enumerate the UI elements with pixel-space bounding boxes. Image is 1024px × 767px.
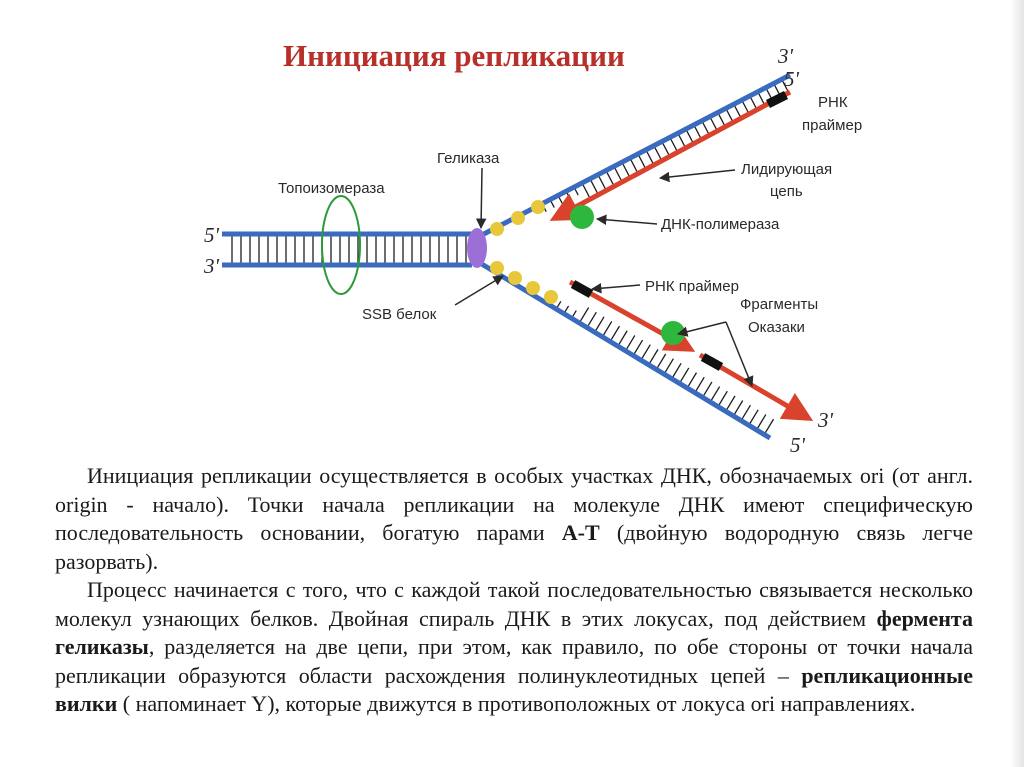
base-pair: [601, 321, 613, 338]
end-left-bottom: 3': [203, 254, 220, 278]
base-pair: [686, 372, 698, 389]
ssb-protein: [544, 290, 558, 304]
base-pair: [617, 330, 628, 347]
end-lower-5: 5': [790, 433, 806, 457]
base-pair: [578, 307, 590, 324]
topoisomerase-label: Топоизомераза: [278, 180, 385, 197]
base-pair: [740, 404, 751, 421]
bold-helicase-enzyme: фермента геликазы: [55, 605, 973, 660]
leading-pointer: [658, 169, 736, 183]
rna-primer-lower-1: [570, 280, 594, 298]
rna-primer-top-line1: РНК: [818, 94, 848, 111]
topoisomerase-ring: [321, 195, 361, 295]
slide-edge-shadow: [1010, 0, 1024, 767]
base-pair: [732, 400, 744, 417]
leading-strand-label-line2: цепь: [770, 183, 803, 200]
base-pair: [637, 153, 647, 170]
body-text: Инициация репликации осуществляется в ос…: [55, 462, 973, 719]
base-pair: [748, 409, 759, 426]
leading-strand: [549, 89, 792, 221]
duplex-base-pairs: [231, 234, 467, 265]
ssb-label: SSB белок: [362, 306, 437, 323]
ssb-pointer: [454, 275, 504, 306]
base-pair: [669, 137, 679, 153]
parental-duplex: [222, 231, 472, 268]
paragraph-1: Инициация репликации осуществляется в ос…: [55, 463, 973, 574]
end-lower-3: 3': [817, 408, 834, 432]
base-pair: [661, 141, 671, 157]
ssb-protein: [511, 211, 525, 225]
ssb-protein: [490, 261, 504, 275]
base-pair: [640, 344, 651, 361]
base-pair: [717, 390, 728, 407]
base-pair: [755, 414, 767, 431]
rna-primer-lower-2: [700, 353, 724, 371]
ssb-proteins: [490, 200, 558, 304]
base-pair: [645, 149, 655, 166]
okazaki-pointer-2: [725, 321, 754, 387]
base-pair: [621, 161, 631, 178]
replication-fork-diagram: 5' 3' 3' 5' 3' 5' Топоизомераза Геликаза…: [203, 44, 862, 457]
polymerase-label: ДНК-полимераза: [661, 216, 780, 233]
end-upper-5: 5': [784, 67, 800, 91]
rna-primer-lower-label: РНК праймер: [645, 278, 739, 295]
base-pair: [589, 178, 599, 195]
base-pair: [581, 182, 591, 199]
end-upper-3: 3': [777, 44, 794, 68]
rna-primer-top-line2: праймер: [802, 117, 862, 134]
bold-at-pairs: А-Т: [561, 520, 600, 545]
base-pair: [694, 376, 705, 394]
base-pair: [613, 166, 623, 182]
base-pair: [609, 325, 620, 342]
base-pair: [655, 353, 667, 370]
base-pair: [632, 339, 644, 356]
ssb-protein: [508, 271, 522, 285]
rna-primer-lower-pointer: [590, 282, 641, 294]
dna-polymerase-upper: [570, 205, 594, 229]
base-pair: [671, 362, 682, 380]
base-pair: [678, 367, 690, 384]
base-pair: [624, 335, 636, 352]
paragraph-2: Процесс начинается с того, что с каждой …: [55, 577, 973, 717]
base-pair: [605, 170, 615, 186]
base-pair: [702, 381, 713, 398]
bold-replication-forks: репликационные вилки: [55, 662, 973, 717]
base-pair: [648, 349, 659, 366]
base-pair: [725, 395, 736, 412]
leading-strand-label-line1: Лидирующая: [741, 161, 832, 178]
upper-base-pairs: [541, 78, 791, 213]
ssb-protein: [526, 281, 540, 295]
base-pair: [663, 358, 674, 375]
end-left-top: 5': [204, 223, 220, 247]
base-pair: [653, 145, 663, 162]
helicase-pointer: [475, 167, 487, 230]
base-pair: [709, 386, 721, 403]
okazaki-label-line2: Оказаки: [748, 319, 805, 336]
rna-primer-upper: [765, 90, 789, 109]
base-pair: [763, 418, 775, 435]
base-pair: [586, 311, 597, 328]
base-pair: [594, 316, 605, 333]
okazaki-pointer-1: [676, 321, 727, 337]
helicase-label: Геликаза: [437, 150, 500, 167]
upper-arm: [478, 72, 792, 239]
polymerase-pointer: [595, 214, 658, 226]
helicase: [467, 228, 487, 268]
base-pair: [597, 174, 607, 191]
lower-base-pairs: [547, 296, 775, 435]
okazaki-label-line1: Фрагменты: [740, 296, 818, 313]
ssb-protein: [490, 222, 504, 236]
slide-title: Инициация репликации: [283, 38, 625, 73]
base-pair: [629, 157, 639, 174]
upper-template-strand: [478, 72, 792, 239]
ssb-protein: [531, 200, 545, 214]
